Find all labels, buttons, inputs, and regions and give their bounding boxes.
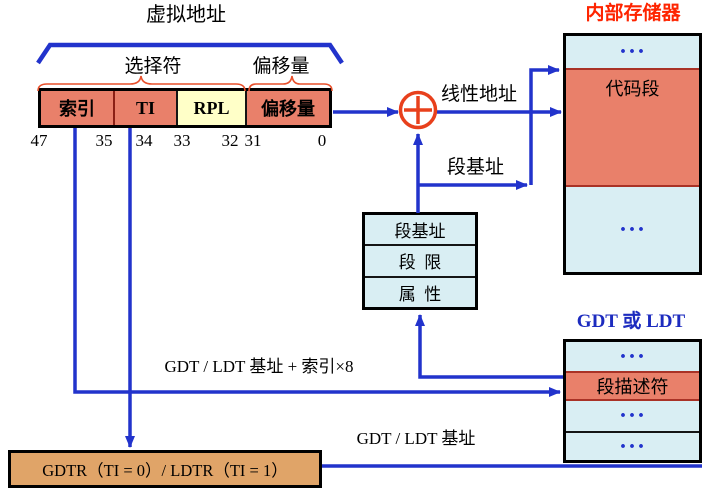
selector-label: 选择符 [124,56,182,77]
bit-label-33: 33 [173,131,191,150]
gdt-box: ··· 段描述符 ··· ··· [563,339,702,463]
bit-label-32: 32 [221,131,239,150]
gdt-base-label: GDT / LDT 基址 [356,429,476,448]
linear-address-label: 线性地址 [441,84,518,105]
rpl-field: RPL [176,91,245,125]
bit-label-35: 35 [95,131,113,150]
descriptor-base-row: 段基址 [394,222,446,242]
descriptor-cache-box: 段基址 段 限 属 性 [362,212,478,310]
virtual-address-label: 虚拟地址 [146,4,226,26]
gdtr-register: GDTR（TI = 0）/ LDTR（TI = 1） [8,450,322,488]
segment-base-label: 段基址 [447,157,505,178]
offset-label: 偏移量 [252,56,310,77]
bit-label-47: 47 [30,131,48,150]
descriptor-to-cache-arrow [415,314,563,379]
code-segment: 代码段 [566,68,699,187]
selector-register: 索引 TI RPL 偏移量 [38,88,332,128]
memory-dots-top: ··· [618,39,646,65]
gdt-title: GDT 或 LDT [576,311,686,332]
gdt-dots-mid: ··· [618,403,646,429]
memory-title: 内部存储器 [585,3,681,24]
memory-dots-bottom: ··· [618,216,646,243]
index-field: 索引 [41,91,113,125]
bit-label-31: 31 [244,131,262,150]
gdt-dots-top: ··· [618,343,646,370]
descriptor-attr-row: 属 性 [365,275,475,307]
gdt-base-plus-index-label: GDT / LDT 基址 + 索引×8 [164,357,354,376]
bit-label-0: 0 [317,131,327,150]
gdt-dots-bottom: ··· [566,431,699,460]
segment-base-riser-arrow [529,65,560,185]
offset-field: 偏移量 [245,91,329,125]
ti-field: TI [113,91,176,125]
descriptor-limit-row: 段 限 [365,244,475,275]
segment-descriptor-row: 段描述符 [566,371,699,401]
adder-icon [398,90,438,130]
memory-box: ··· 代码段 ··· [563,33,702,275]
bit-label-34: 34 [135,131,153,150]
